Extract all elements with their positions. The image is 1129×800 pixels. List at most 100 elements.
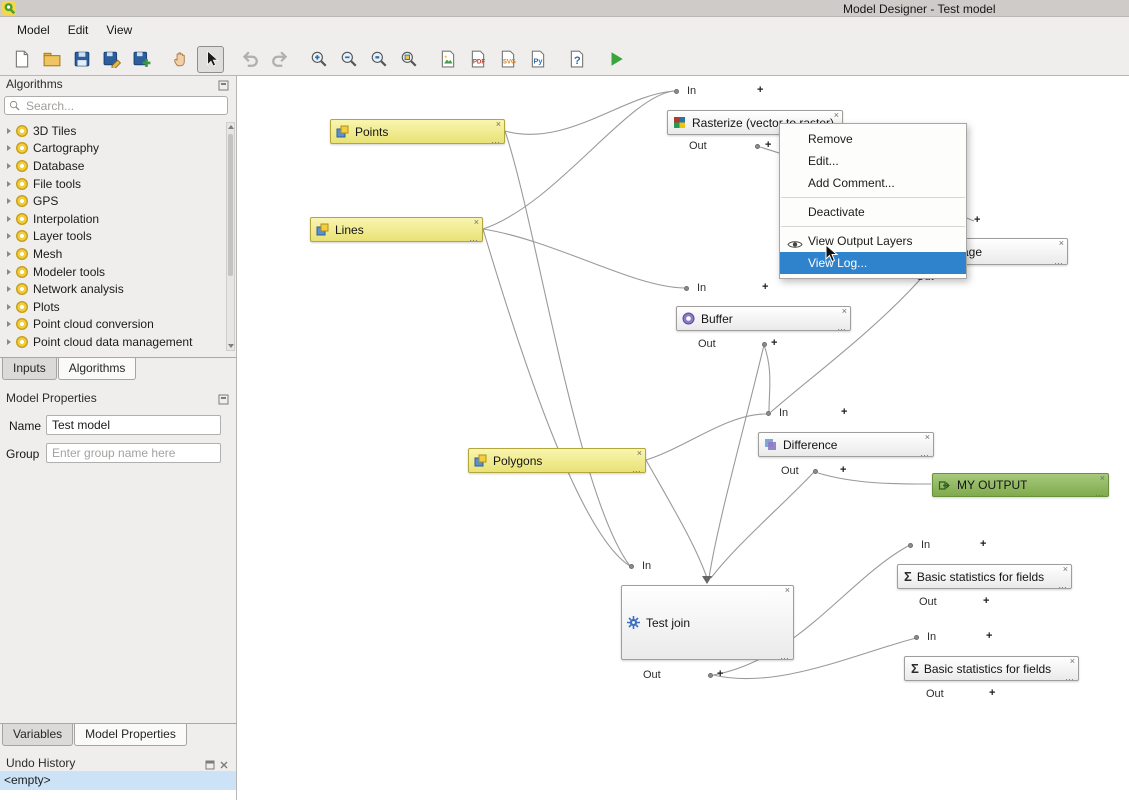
collapse-icon[interactable]: × [495,119,501,129]
export-as-script-button[interactable]: Py [524,46,551,73]
add-port-icon[interactable]: + [974,214,981,226]
expand-caret-icon[interactable] [7,303,11,310]
add-port-icon[interactable]: + [980,538,987,550]
add-port-icon[interactable]: + [983,595,990,607]
close-icon[interactable] [219,757,229,775]
menu-item-view-log[interactable]: View Log... [780,252,966,274]
menu-item-remove[interactable]: Remove [808,132,853,146]
zoom-out-button[interactable] [335,46,362,73]
expand-caret-icon[interactable] [7,145,11,152]
expand-caret-icon[interactable] [7,250,11,257]
tree-item[interactable]: Network analysis [0,280,227,298]
collapse-icon[interactable]: × [1099,473,1105,483]
open-model-button[interactable] [38,46,65,73]
tree-item[interactable]: Modeler tools [0,263,227,281]
expand-caret-icon[interactable] [7,286,11,293]
expand-caret-icon[interactable] [7,321,11,328]
collapse-icon[interactable]: × [1058,238,1064,248]
tree-item[interactable]: Point cloud data management [0,333,227,351]
save-model-button[interactable] [68,46,95,73]
export-as-pdf-button[interactable]: PDF [464,46,491,73]
tree-item[interactable]: Mesh [0,245,227,263]
menu-model[interactable]: Model [17,23,50,37]
algorithm-node-stats-1[interactable]: Σ Basic statistics for fields ×… [897,564,1072,590]
port-dot[interactable] [708,673,713,678]
expand-caret-icon[interactable] [7,180,11,187]
tree-item[interactable]: Layer tools [0,228,227,246]
scroll-up-icon[interactable] [228,125,234,129]
expand-caret-icon[interactable] [7,338,11,345]
model-canvas[interactable]: In+ Out+ + Out In+ Out+ In+ Out+ In Out+… [237,76,1129,800]
collapse-icon[interactable]: × [636,448,642,458]
tree-item[interactable]: Point cloud conversion [0,316,227,334]
undock-icon[interactable] [205,757,215,775]
port-dot[interactable] [762,342,767,347]
tree-item[interactable]: GPS [0,192,227,210]
select-tool-button[interactable] [197,45,224,73]
zoom-actual-button[interactable] [365,46,392,73]
port-dot[interactable] [766,411,771,416]
add-port-icon[interactable]: + [989,687,996,699]
panel-options-icon[interactable] [218,392,229,410]
export-as-image-button[interactable] [434,46,461,73]
menu-item-add-comment[interactable]: Add Comment... [808,176,895,190]
zoom-full-button[interactable] [395,46,422,73]
menu-view[interactable]: View [106,23,133,37]
edit-model-help-button[interactable]: ? [563,46,590,73]
expand-caret-icon[interactable] [7,233,11,240]
add-port-icon[interactable]: + [762,281,769,293]
tree-scrollbar[interactable] [226,122,235,351]
port-dot[interactable] [908,543,913,548]
tree-item[interactable]: Cartography [0,140,227,158]
collapse-icon[interactable]: × [841,306,847,316]
tab-inputs[interactable]: Inputs [2,358,57,380]
expand-caret-icon[interactable] [7,127,11,134]
save-model-as-button[interactable] [98,46,125,73]
port-dot[interactable] [755,144,760,149]
tree-item[interactable]: 3D Tiles [0,122,227,140]
algorithm-node-test-join[interactable]: Test join ×… [621,585,794,661]
panel-options-icon[interactable] [218,78,229,96]
menu-item-view-output-layers[interactable]: View Output Layers [780,230,966,252]
menu-item-edit[interactable]: Edit... [808,154,839,168]
tree-item[interactable]: Interpolation [0,210,227,228]
save-model-in-project-button[interactable] [128,46,155,73]
menu-item-deactivate[interactable]: Deactivate [808,205,865,219]
add-port-icon[interactable]: + [841,406,848,418]
scroll-down-icon[interactable] [228,344,234,348]
new-model-button[interactable] [8,46,35,73]
input-node-lines[interactable]: Lines ×… [310,217,483,243]
tree-item[interactable]: Plots [0,298,227,316]
tab-model-properties[interactable]: Model Properties [74,724,187,746]
zoom-in-button[interactable] [305,46,332,73]
algorithm-node-difference[interactable]: Difference ×… [758,432,934,458]
search-input[interactable] [24,97,223,114]
collapse-icon[interactable]: × [1062,564,1068,574]
undo-history-entry[interactable]: <empty> [0,771,236,790]
undo-button[interactable] [236,46,263,73]
collapse-icon[interactable]: × [1069,656,1075,666]
tab-algorithms[interactable]: Algorithms [57,358,137,380]
port-dot[interactable] [629,564,634,569]
tree-item[interactable]: Database [0,157,227,175]
add-port-icon[interactable]: + [717,668,724,680]
add-port-icon[interactable]: + [986,630,993,642]
input-node-polygons[interactable]: Polygons ×… [468,448,646,474]
port-dot[interactable] [813,469,818,474]
output-node-my-output[interactable]: MY OUTPUT ×… [932,473,1109,498]
collapse-icon[interactable]: × [924,432,930,442]
add-port-icon[interactable]: + [765,139,772,151]
input-node-points[interactable]: Points ×… [330,119,505,145]
run-model-button[interactable] [602,46,629,73]
menu-edit[interactable]: Edit [67,23,89,37]
algorithm-node-buffer[interactable]: Buffer ×… [676,306,851,332]
port-dot[interactable] [914,635,919,640]
collapse-icon[interactable]: × [473,217,479,227]
collapse-icon[interactable]: × [784,585,790,595]
add-port-icon[interactable]: + [840,464,847,476]
port-dot[interactable] [684,286,689,291]
tab-variables[interactable]: Variables [2,724,74,746]
pan-tool-button[interactable] [167,46,194,73]
expand-caret-icon[interactable] [7,198,11,205]
algorithm-node-stats-2[interactable]: Σ Basic statistics for fields ×… [904,656,1079,682]
